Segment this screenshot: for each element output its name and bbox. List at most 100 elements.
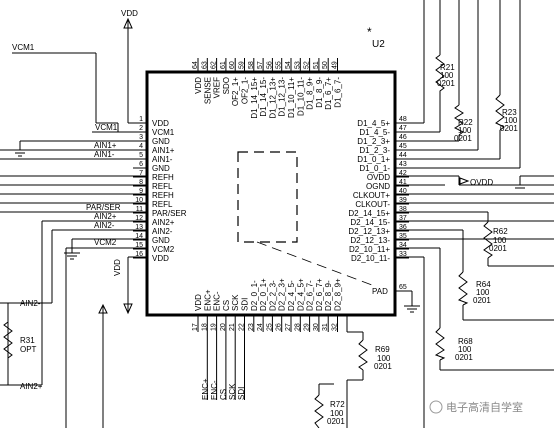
- pin-34: 34 D2_10_11+: [349, 242, 409, 254]
- pin-name: ENC-: [213, 291, 222, 311]
- pin-number: 54: [285, 61, 292, 69]
- pin-number: 44: [399, 152, 407, 159]
- pin-number: 15: [135, 242, 143, 249]
- svg-text:OPT: OPT: [20, 345, 37, 354]
- svg-text:电子高清自学室: 电子高清自学室: [446, 400, 523, 414]
- pin-name: D2_10_11+: [349, 245, 390, 254]
- pin-number: 52: [304, 61, 311, 69]
- pin-number: 63: [201, 61, 208, 69]
- pin-number: 19: [211, 323, 218, 331]
- watermark: 电子高清自学室: [429, 400, 523, 414]
- pin-6: 6 GND: [133, 161, 170, 173]
- resistor-r72: R72 100 0201: [314, 394, 345, 428]
- bottom-pins: 17VDD18ENC+19ENC-20CS21SCK22SDI23D2_0_1-…: [192, 278, 343, 400]
- pin-name: D1_12_13+: [268, 77, 277, 119]
- pin-name: GND: [152, 164, 170, 173]
- svg-text:R72: R72: [330, 400, 345, 409]
- pad-pin-number: 65: [399, 284, 407, 291]
- pin-number: 14: [135, 233, 143, 240]
- pin-name: GND: [152, 137, 170, 146]
- pin-number: 50: [322, 61, 329, 69]
- pin-name: D2_4_5+: [296, 278, 305, 311]
- pin-name: D1_14_15+: [250, 77, 259, 119]
- svg-text:R69: R69: [375, 345, 390, 354]
- pin-number: 4: [139, 143, 143, 150]
- pin-name: D1_4_5-: [359, 128, 390, 137]
- ovdd-arrow-icon: [459, 177, 470, 185]
- pin-name: AIN2+: [152, 218, 175, 227]
- pin-number: 48: [399, 116, 407, 123]
- resistor-r68: R68 100 0201: [434, 327, 473, 362]
- pin-name: D1_8_9+: [306, 77, 315, 110]
- pin-name: D2_14_15-: [350, 218, 390, 227]
- pin-name: D2_2_3+: [278, 278, 287, 311]
- resistor-r64: R64 100 0201: [457, 271, 491, 306]
- ain1p-label: AIN1+: [94, 141, 117, 150]
- pin-number: 34: [399, 242, 407, 249]
- pin-name: D2_12_13-: [350, 236, 390, 245]
- pin-number: 32: [332, 323, 339, 331]
- pin-number: 11: [136, 206, 143, 213]
- u2-ref: U2: [372, 39, 385, 50]
- pin-number: 8: [139, 179, 143, 186]
- pin-name: D1_2_3+: [357, 137, 390, 146]
- svg-text:0201: 0201: [500, 124, 518, 133]
- pin-number: 5: [139, 152, 143, 159]
- ground-symbol: [395, 175, 554, 189]
- ovdd-label: OVDD: [470, 178, 493, 187]
- pin-name: D1_8_9-: [315, 77, 324, 108]
- par-ser-label: PAR/SER: [86, 203, 121, 212]
- pin-name: D1_2_3-: [359, 146, 390, 155]
- sck-label: SCK: [228, 383, 237, 400]
- pin-name: ENC+: [203, 289, 212, 311]
- ground-symbol: [12, 140, 147, 157]
- svg-text:0201: 0201: [454, 134, 472, 143]
- pin-number: 45: [399, 143, 407, 150]
- pin-name: D2_0_1-: [250, 280, 259, 311]
- pin-name: SENSE: [203, 77, 212, 104]
- pin-number: 38: [399, 206, 407, 213]
- svg-text:R22: R22: [458, 118, 473, 127]
- resistor-r21: R21 100 0201: [435, 54, 455, 95]
- svg-text:R64: R64: [476, 280, 491, 289]
- pin-name: D1_4_5+: [357, 119, 390, 128]
- pin-number: 53: [294, 61, 301, 69]
- pad-label: PAD: [372, 287, 388, 296]
- pin-number: 39: [399, 197, 407, 204]
- svg-text:R31: R31: [20, 336, 35, 345]
- pin-name: SDI: [241, 298, 250, 311]
- pin-name: REFL: [152, 182, 173, 191]
- pin-number: 20: [220, 323, 227, 331]
- pin-number: 6: [139, 161, 143, 168]
- u2-star: *: [367, 25, 372, 39]
- pin-number: 16: [135, 251, 143, 258]
- svg-text:100: 100: [440, 71, 454, 80]
- pin-number: 60: [229, 61, 236, 69]
- resistor-r62: R62 100 0201: [483, 221, 508, 259]
- enc-plus-label: ENC+: [201, 378, 210, 400]
- pin-name: D2_0_1+: [259, 278, 268, 311]
- pin-number: 2: [139, 125, 143, 132]
